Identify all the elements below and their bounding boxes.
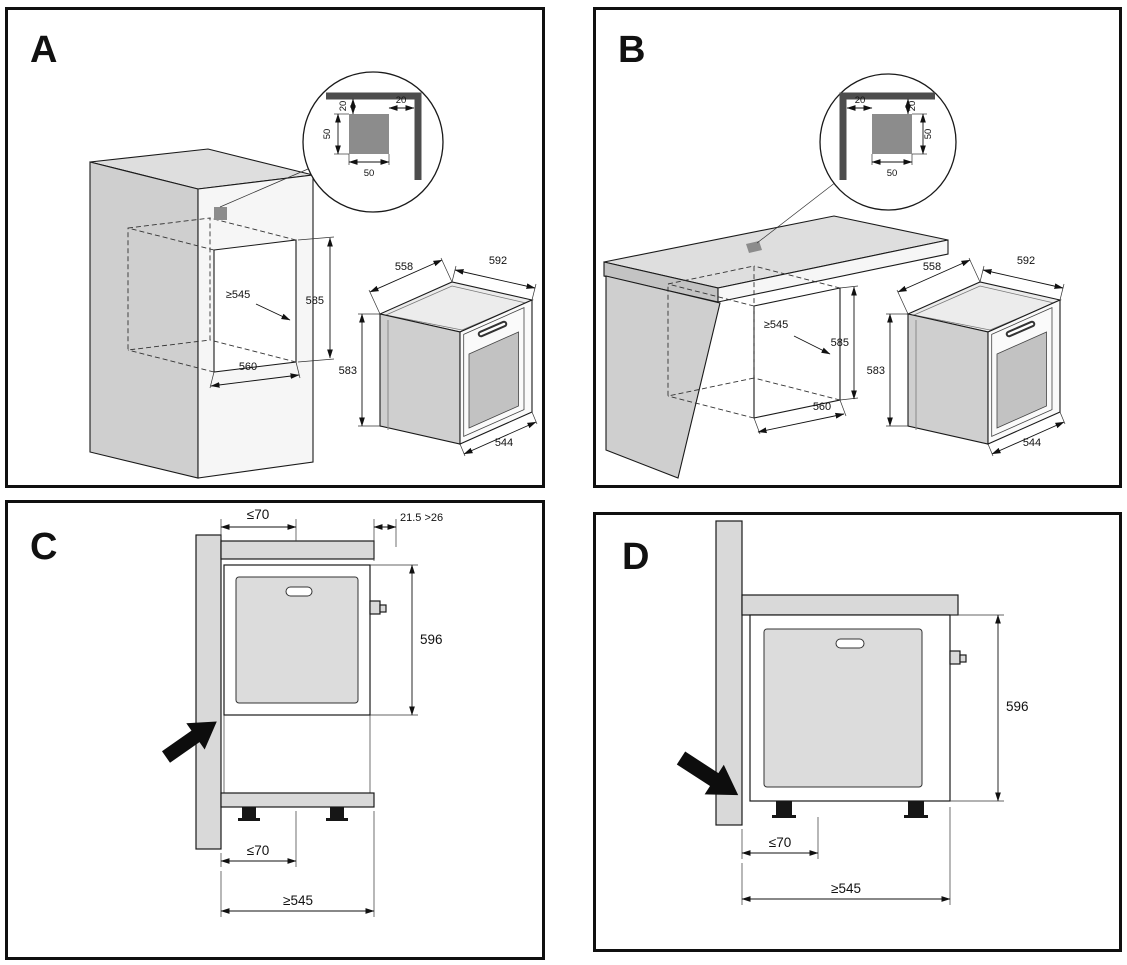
handle-pin <box>379 604 387 613</box>
dim-gap-side: 20 <box>396 95 407 106</box>
dimensions: ≤70 21.5 >26 596 ≤70 ≥545 <box>220 507 443 917</box>
detail-circle: 50 20 20 50 <box>302 71 444 213</box>
mounting-square-detail <box>349 114 389 154</box>
dim-square-width: 50 <box>364 168 375 179</box>
base-cabinet-with-worktop <box>603 215 949 479</box>
panel-a: A <box>5 7 545 488</box>
oven-door <box>763 628 923 788</box>
worktop <box>741 594 959 616</box>
oven-dimensions: 558 592 583 544 <box>867 255 1066 457</box>
tall-cabinet <box>89 148 314 479</box>
dim-square-width: 50 <box>887 168 898 179</box>
dim-niche-height: 585 <box>831 337 849 349</box>
dim-oven-width: 592 <box>489 255 507 267</box>
cabinet-side-panel <box>605 275 721 479</box>
dimensions: 596 ≤70 ≥545 <box>741 614 1029 905</box>
dim-niche-depth: 560 <box>239 361 257 373</box>
dim-oven-width: 592 <box>1017 255 1035 267</box>
dim-oven-height: 596 <box>420 632 443 647</box>
dim-niche-depth: ≥545 <box>831 881 861 896</box>
panel-d-drawing: D 596 <box>622 520 1029 905</box>
dim-niche-depth: 560 <box>813 401 831 413</box>
dim-niche-depth: ≥545 <box>283 893 313 908</box>
niche-cavity-dashed <box>127 217 297 373</box>
dim-rear-clearance-bottom: ≤70 <box>769 835 791 850</box>
niche-dimensions: ≥545 585 560 <box>209 236 335 389</box>
detail-circle: 50 20 20 50 <box>819 73 957 211</box>
dim-rear-clearance-bottom: ≤70 <box>247 843 269 858</box>
mounting-square-detail <box>872 114 912 154</box>
dim-rear-clearance-top: ≤70 <box>247 507 269 522</box>
mounting-square <box>746 241 762 253</box>
dim-front-offset: 21.5 >26 <box>400 512 443 524</box>
dim-oven-height: 583 <box>867 365 885 377</box>
wall-corner-bracket <box>839 92 935 180</box>
oven-isometric <box>908 282 1060 444</box>
dim-oven-depth: 558 <box>395 261 413 273</box>
top-shelf <box>220 540 375 560</box>
detail-leader-line <box>756 181 837 244</box>
bottom-shelf <box>220 792 375 808</box>
panel-b: B <box>593 7 1122 488</box>
niche-dimensions: ≥545 585 560 <box>753 285 859 435</box>
dim-oven-depth: 558 <box>923 261 941 273</box>
handle-slot <box>285 586 313 597</box>
dim-square-height: 50 <box>923 129 934 140</box>
tall-unit-side-view <box>195 534 387 850</box>
dim-gap-top: 20 <box>338 101 349 112</box>
panel-c: C ≤70 <box>5 500 545 960</box>
niche-opening <box>213 239 297 373</box>
niche-cavity-dashed <box>667 265 841 419</box>
dim-niche-width: ≥545 <box>226 289 250 301</box>
adjustable-foot <box>776 801 792 815</box>
panel-d: D 596 <box>593 512 1122 952</box>
panel-c-drawing: C ≤70 <box>30 507 443 917</box>
oven-door <box>235 576 359 704</box>
door-handle-side <box>369 600 381 615</box>
dim-niche-width: ≥545 <box>764 319 788 331</box>
dim-oven-height: 596 <box>1006 699 1029 714</box>
dim-square-height: 50 <box>322 129 333 140</box>
dim-gap-top: 20 <box>907 101 918 112</box>
mounting-square <box>214 207 227 220</box>
wall-corner-bracket <box>326 92 422 180</box>
panel-a-letter: A <box>30 29 57 71</box>
dim-gap-side: 20 <box>855 95 866 106</box>
panel-b-drawing: B <box>603 29 1066 479</box>
panel-a-drawing: A <box>30 29 538 479</box>
oven-dimensions: 558 592 583 544 <box>339 255 538 457</box>
dim-oven-height: 583 <box>339 365 357 377</box>
panel-c-letter: C <box>30 526 57 568</box>
door-handle-side <box>949 650 961 665</box>
handle-slot <box>835 638 865 649</box>
under-counter-side-view <box>715 520 967 826</box>
panel-b-letter: B <box>618 29 645 71</box>
adjustable-foot <box>242 807 256 818</box>
handle-pin <box>959 654 967 663</box>
dim-niche-height: 585 <box>306 295 324 307</box>
adjustable-foot <box>330 807 344 818</box>
oven-isometric <box>380 282 532 444</box>
adjustable-foot <box>908 801 924 815</box>
dim-oven-front-width: 544 <box>495 437 513 449</box>
rear-wall-panel <box>195 534 222 850</box>
panel-d-letter: D <box>622 536 649 578</box>
dim-oven-front-width: 544 <box>1023 437 1041 449</box>
detail-leader-line <box>219 168 309 208</box>
